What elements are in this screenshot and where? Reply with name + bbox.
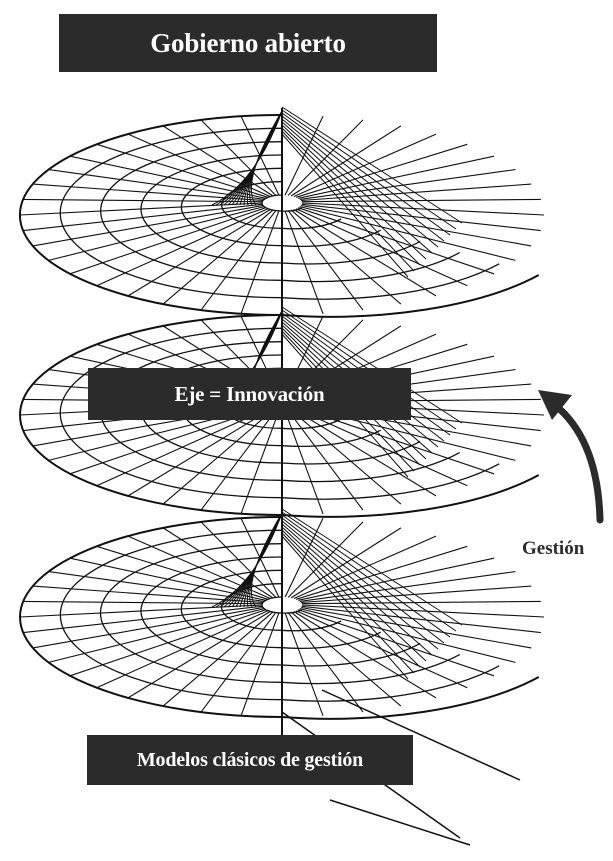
spiral-spoke (301, 586, 531, 602)
base-label-box: Modelos clásicos de gestión (87, 735, 413, 785)
spiral-spoke (97, 209, 268, 286)
gestion-arrow-icon (538, 390, 600, 520)
spiral-spoke (302, 199, 541, 201)
spiral-spoke (97, 611, 268, 688)
spiral-ring (20, 517, 539, 719)
spiral-spoke (298, 558, 494, 600)
arrow-shaft (555, 405, 600, 520)
axis-label: Eje = Innovación (175, 382, 325, 407)
spiral-spoke (49, 609, 265, 663)
spiral-spoke (302, 601, 541, 603)
spiral-spoke (49, 207, 265, 261)
spiral-spoke (285, 116, 323, 195)
diagram-title: Gobierno abierto (150, 28, 346, 59)
spiral-spoke (302, 605, 544, 617)
base-label: Modelos clásicos de gestión (137, 749, 363, 772)
spiral-spoke (302, 203, 544, 215)
axis-label-box: Eje = Innovación (88, 368, 411, 420)
spiral-spoke (301, 184, 531, 200)
arrow-label: Gestión (522, 538, 584, 560)
spiral-spoke (285, 518, 323, 597)
spiral-ring (20, 115, 539, 317)
spiral-spoke (298, 156, 494, 198)
title-box: Gobierno abierto (59, 14, 437, 72)
spiral-spoke (97, 409, 268, 486)
